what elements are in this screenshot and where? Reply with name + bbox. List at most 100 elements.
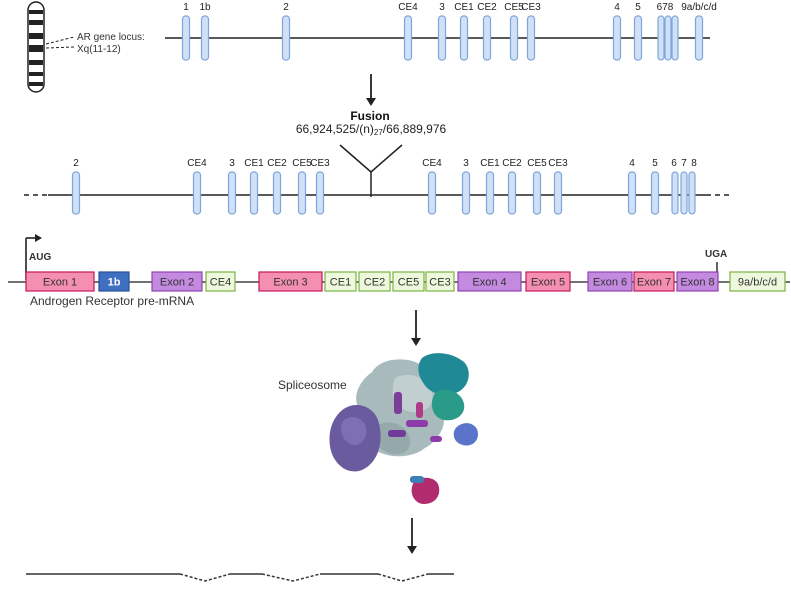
fused-exon-label: 2: [73, 158, 79, 169]
mrna-box: [457, 271, 522, 292]
locus-exon: [482, 15, 492, 61]
locus-exon-label: CE1: [454, 2, 474, 13]
fused-exon: [192, 171, 202, 215]
down-arrow-2: [411, 310, 421, 346]
fused-exon-label: CE3: [310, 158, 330, 169]
fused-exon: [680, 171, 688, 215]
fused-exon: [671, 171, 679, 215]
fused-exon-label: CE5: [527, 158, 547, 169]
mrna-box: [392, 271, 425, 292]
fused-exon: [553, 171, 563, 215]
locus-exon-label: 5: [635, 2, 641, 13]
locus-exon: [459, 15, 469, 61]
mrna-box: [205, 271, 236, 292]
locus-label-line2: Xq(11-12): [77, 44, 121, 55]
mrna-box: [633, 271, 675, 292]
stop-codon-label: UGA: [705, 249, 727, 260]
fused-exon-group: [71, 171, 696, 215]
spliced-mrna-line: [26, 573, 454, 582]
mrna-box: [258, 271, 323, 292]
fused-exon: [507, 171, 517, 215]
mrna-box-label: CE4: [210, 277, 231, 289]
locus-exon: [281, 15, 291, 61]
locus-exon: [509, 15, 519, 61]
fused-exon: [688, 171, 696, 215]
mrna-box: [25, 271, 95, 292]
locus-exon-label: 1b: [199, 2, 211, 13]
mrna-box: [425, 271, 455, 292]
fusion-title: Fusion: [350, 109, 389, 123]
fused-exon: [272, 171, 282, 215]
locus-exon-7: [664, 15, 672, 61]
start-codon-label: AUG: [29, 252, 51, 263]
locus-exon: [526, 15, 536, 61]
mrna-box: [587, 271, 633, 292]
mrna-box-label: Exon 8: [680, 277, 714, 289]
fused-exon-label: CE2: [267, 158, 287, 169]
fused-exon: [227, 171, 237, 215]
mrna-box: [98, 271, 130, 292]
mrna-box: [151, 271, 203, 292]
locus-exon: [694, 15, 704, 61]
mrna-box-label: 1b: [108, 277, 121, 289]
fused-exon: [627, 171, 637, 215]
fused-exon: [650, 171, 660, 215]
locus-exon-label: CE5: [504, 2, 524, 13]
mrna-box-label: 9a/b/c/d: [738, 277, 777, 289]
spliceosome-label: Spliceosome: [278, 378, 347, 392]
mrna-box-label: CE5: [398, 277, 419, 289]
fusion-coord-left: 66,924,525/(n): [296, 122, 374, 136]
mrna-box-label: Exon 3: [273, 277, 307, 289]
fused-exon-label: 5: [652, 158, 658, 169]
locus-exon: [181, 15, 191, 61]
fused-exon-label: 6: [671, 158, 677, 169]
fused-exon: [427, 171, 437, 215]
mrna-box: [324, 271, 357, 292]
fused-exon-label: 3: [229, 158, 235, 169]
fused-exon-label: CE1: [480, 158, 500, 169]
fused-exon: [297, 171, 307, 215]
locus-exon-label: 1: [183, 2, 189, 13]
fused-exon-label: CE3: [548, 158, 568, 169]
locus-exon-group: [181, 15, 704, 61]
locus-exon-label: 678: [657, 2, 674, 13]
mrna-box-label: Exon 4: [472, 277, 506, 289]
fused-exon: [461, 171, 471, 215]
locus-exon-label: 3: [439, 2, 445, 13]
mrna-box-label: Exon 5: [531, 277, 565, 289]
locus-exon: [437, 15, 447, 61]
locus-exon-label: CE4: [398, 2, 418, 13]
fused-exon-label: CE4: [187, 158, 207, 169]
fused-exon: [485, 171, 495, 215]
fused-exon-label: 4: [629, 158, 635, 169]
fusion-junction-marker: [339, 144, 403, 197]
locus-exon-8: [671, 15, 679, 61]
fused-exon-label: CE5: [292, 158, 312, 169]
locus-label-line1: AR gene locus:: [77, 32, 145, 43]
locus-pointer-line-bottom: [45, 46, 75, 49]
mrna-box: [525, 271, 571, 292]
locus-exon-label: 2: [283, 2, 289, 13]
down-arrow-3: [407, 518, 417, 554]
mrna-caption: Androgen Receptor pre-mRNA: [30, 294, 194, 308]
fused-exon-label: 3: [463, 158, 469, 169]
locus-exon-label: 4: [614, 2, 620, 13]
mrna-box-label: Exon 7: [637, 277, 671, 289]
mrna-box-label: CE1: [330, 277, 351, 289]
down-arrow-1: [366, 74, 376, 106]
spliceosome-icon: [329, 353, 478, 504]
mrna-box-label: CE2: [364, 277, 385, 289]
fusion-coordinates: 66,924,525/(n)27/66,889,976: [296, 122, 447, 137]
locus-exon: [612, 15, 622, 61]
locus-exon: [200, 15, 210, 61]
mrna-box-label: Exon 6: [593, 277, 627, 289]
locus-exon-6: [657, 15, 665, 61]
fused-exon-label: 8: [691, 158, 697, 169]
locus-exon-label: CE2: [477, 2, 497, 13]
locus-exon: [633, 15, 643, 61]
chromosome-x-icon: [27, 1, 45, 93]
mrna-box-label: Exon 2: [160, 277, 194, 289]
